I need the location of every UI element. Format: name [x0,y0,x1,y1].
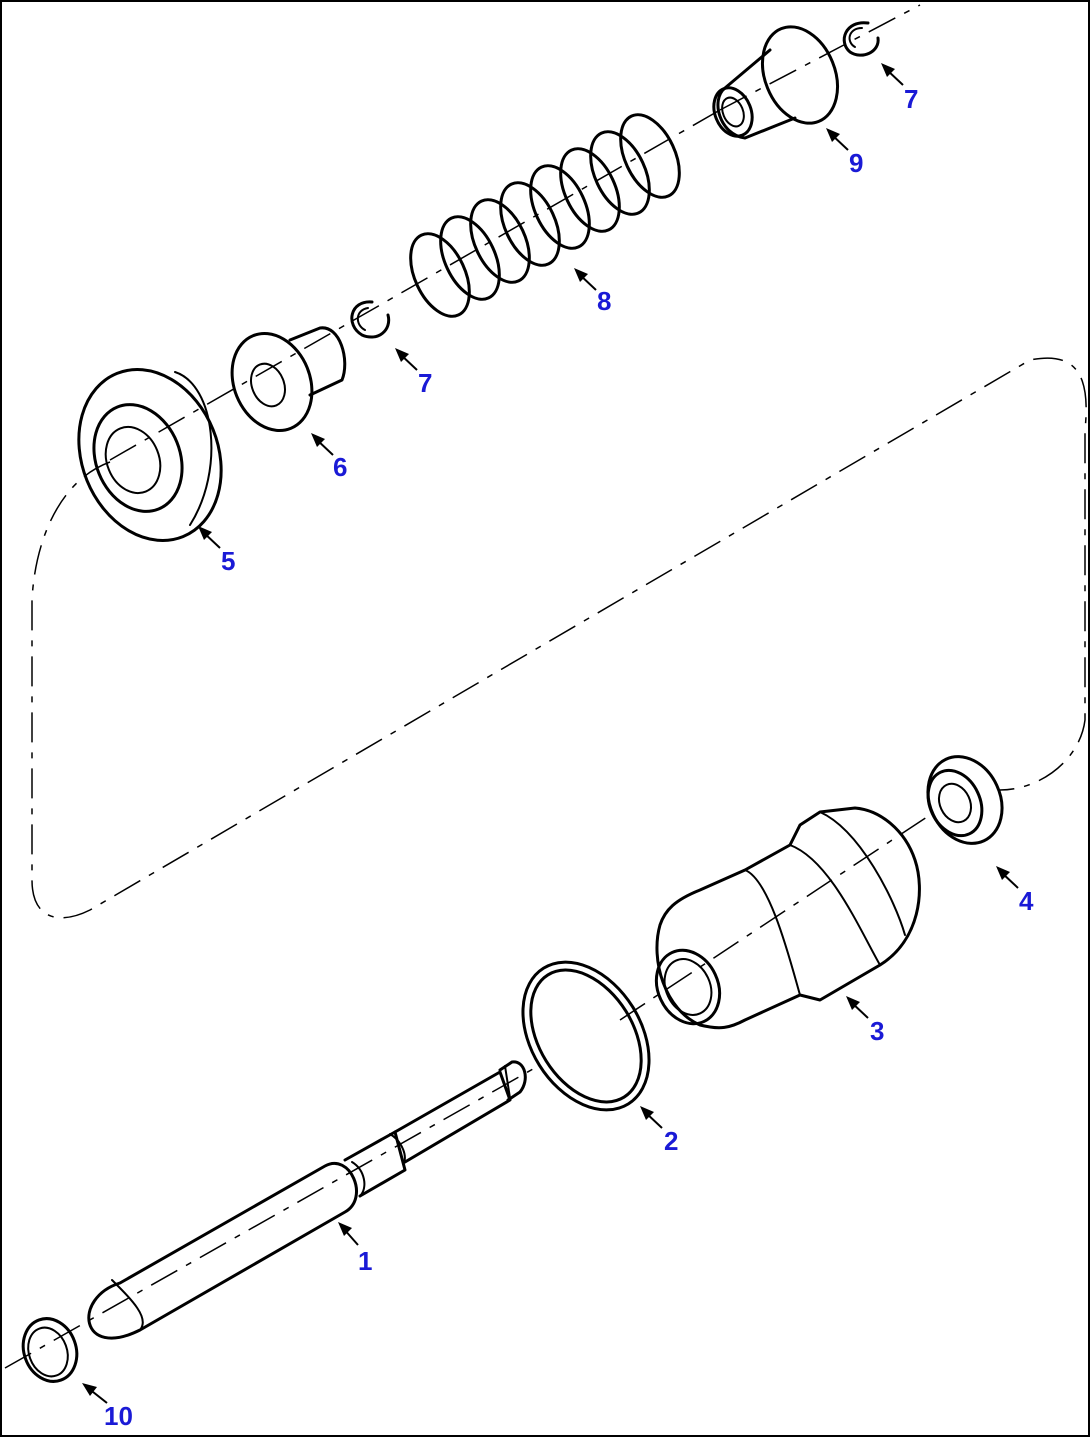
part-9-sleeve [712,25,839,140]
part-1-shaft [87,1060,527,1340]
callout-8: 8 [597,286,611,316]
callout-4: 4 [1019,886,1034,916]
callout-7-upper: 7 [904,84,918,114]
assembly-axis-lines [4,4,1087,1369]
callout-1: 1 [358,1246,372,1276]
callout-6: 6 [333,452,347,482]
part-7-snap-ring-middle [350,300,391,339]
leader-arrows [82,63,1019,1404]
callout-labels: 1 2 3 4 5 6 7 7 8 9 10 [104,84,1034,1431]
part-5-retainer [77,368,223,542]
part-8-spring [409,113,681,318]
callout-7-middle: 7 [418,368,432,398]
part-6-spring-seat [230,326,347,432]
callout-5: 5 [221,546,235,576]
callout-2: 2 [664,1126,678,1156]
callout-10: 10 [104,1401,133,1431]
callout-3: 3 [870,1016,884,1046]
part-10-snap-ring [21,1317,79,1383]
part-2-o-ring [521,960,651,1112]
part-4-washer [926,755,1004,845]
callout-9: 9 [849,148,863,178]
part-3-housing [654,806,921,1030]
part-7-snap-ring-upper [842,21,880,57]
